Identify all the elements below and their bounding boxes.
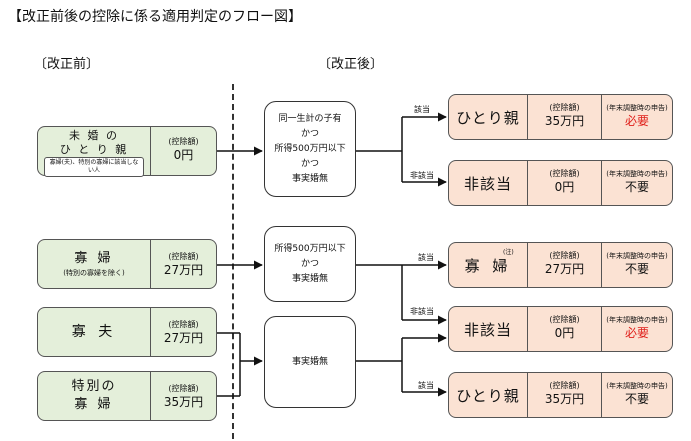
- before-unmarried-name1: 未 婚 の: [69, 129, 119, 142]
- result5-amount: 35万円: [544, 392, 585, 406]
- decision2-line1: 所得500万円以下: [274, 243, 346, 254]
- result5-name: ひとり親: [456, 386, 520, 405]
- result4-amount: 0円: [554, 326, 575, 340]
- decision3-line1: 事実婚無: [291, 356, 328, 367]
- decision-single-parent-criteria: 同一生計の子有 かつ 所得500万円以下 かつ 事実婚無: [264, 101, 356, 197]
- result1-application-caption: (年末調整時の申告): [606, 104, 668, 112]
- decision1-line4: かつ: [300, 158, 319, 169]
- result5-amount-caption: (控除額): [549, 381, 580, 390]
- result3-amount: 27万円: [544, 262, 585, 276]
- result2-amount: 0円: [554, 180, 575, 194]
- decision1-line2: かつ: [300, 128, 319, 139]
- result1-application: 必要: [624, 114, 649, 128]
- before-unmarried-name2: ひ と り 親: [59, 143, 129, 156]
- decision2-line2: かつ: [300, 258, 319, 269]
- result3-note-mark: (注): [503, 249, 514, 256]
- decision2-line3: 事実婚無: [291, 273, 328, 284]
- result3-application-caption: (年末調整時の申告): [606, 252, 668, 260]
- branch-label-1: 該当: [414, 105, 430, 114]
- result2-application: 不要: [624, 180, 649, 194]
- decision1-line3: 所得500万円以下: [274, 143, 346, 154]
- before-unmarried-amount: 0円: [173, 148, 194, 162]
- result4-amount-caption: (控除額): [549, 315, 580, 324]
- before-widow-amount: 27万円: [163, 263, 204, 277]
- before-special-widow-name2: 寡 婦: [74, 397, 114, 412]
- before-widow-note: (特別の寡婦を除く): [63, 269, 125, 277]
- before-widow-amount-caption: (控除額): [168, 252, 199, 261]
- before-widower-amount: 27万円: [163, 331, 204, 345]
- result3-application: 不要: [624, 262, 649, 276]
- after-revision-label: 〔改正後〕: [318, 57, 384, 72]
- result3-amount-caption: (控除額): [549, 251, 580, 260]
- branch-label-3: 該当: [418, 253, 434, 262]
- result1-name: ひとり親: [456, 108, 520, 127]
- result-not-applicable-2: 非該当 (控除額) 0円 (年末調整時の申告) 必要: [448, 306, 673, 352]
- branch-label-2: 非該当: [410, 171, 434, 180]
- result4-application: 必要: [624, 326, 649, 340]
- decision1-line1: 同一生計の子有: [278, 113, 342, 124]
- before-unmarried-parent-box: 未 婚 の ひ と り 親 寡婦(夫)、特別の寡婦に該当しない人 (控除額) 0…: [37, 126, 217, 177]
- result3-name: 寡 婦: [464, 256, 512, 275]
- divider-line: [232, 84, 234, 439]
- before-revision-label: 〔改正前〕: [34, 57, 100, 72]
- result2-amount-caption: (控除額): [549, 169, 580, 178]
- decision-widow-criteria: 所得500万円以下 かつ 事実婚無: [264, 226, 356, 302]
- result5-application: 不要: [624, 392, 649, 406]
- result2-application-caption: (年末調整時の申告): [606, 170, 668, 178]
- decision-no-de-facto-marriage: 事実婚無: [264, 316, 356, 408]
- result-single-parent-1: ひとり親 (控除額) 35万円 (年末調整時の申告) 必要: [448, 94, 673, 140]
- before-special-widow-box: 特別の 寡 婦 (控除額) 35万円: [37, 371, 217, 421]
- diagram-title: 【改正前後の控除に係る適用判定のフロー図】: [8, 9, 302, 25]
- result1-amount: 35万円: [544, 114, 585, 128]
- before-special-widow-amount-caption: (控除額): [168, 384, 199, 393]
- result4-application-caption: (年末調整時の申告): [606, 316, 668, 324]
- result1-amount-caption: (控除額): [549, 103, 580, 112]
- result-widow: 寡 婦 (注) (控除額) 27万円 (年末調整時の申告) 不要: [448, 242, 673, 288]
- result5-application-caption: (年末調整時の申告): [606, 382, 668, 390]
- decision1-line5: 事実婚無: [291, 173, 328, 184]
- result-not-applicable-1: 非該当 (控除額) 0円 (年末調整時の申告) 不要: [448, 160, 673, 206]
- before-unmarried-amount-caption: (控除額): [168, 137, 199, 146]
- before-widower-amount-caption: (控除額): [168, 320, 199, 329]
- before-special-widow-amount: 35万円: [163, 395, 204, 409]
- before-widower-box: 寡 夫 (控除額) 27万円: [37, 307, 217, 357]
- before-unmarried-note: 寡婦(夫)、特別の寡婦に該当しない人: [44, 157, 144, 177]
- before-widower-name: 寡 夫: [71, 324, 117, 340]
- branch-label-5: 該当: [418, 381, 434, 390]
- before-widow-box: 寡 婦 (特別の寡婦を除く) (控除額) 27万円: [37, 239, 217, 289]
- branch-label-4: 非該当: [410, 307, 434, 316]
- before-special-widow-name1: 特別の: [71, 379, 117, 394]
- result4-name: 非該当: [463, 320, 512, 339]
- before-widow-name: 寡 婦: [74, 251, 114, 266]
- result-single-parent-2: ひとり親 (控除額) 35万円 (年末調整時の申告) 不要: [448, 372, 673, 418]
- result2-name: 非該当: [463, 174, 512, 193]
